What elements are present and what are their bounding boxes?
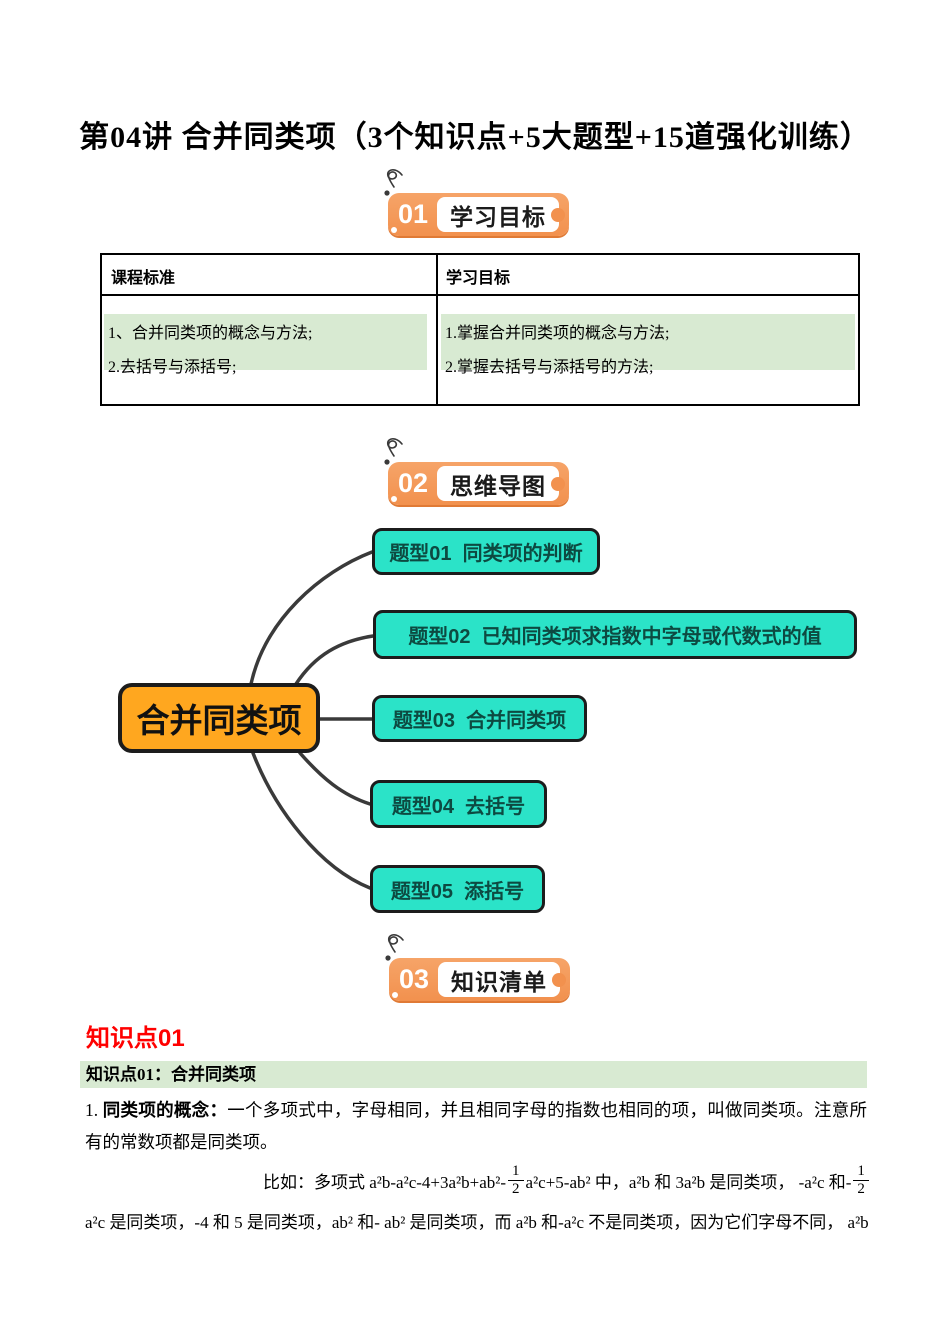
standards-item: 1、合并同类项的概念与方法; [108, 325, 313, 342]
mindmap-branch-04: 题型04 去括号 [370, 780, 547, 828]
fraction-denominator: 2 [512, 1180, 520, 1197]
fraction-one-half: 1 2 [508, 1163, 524, 1197]
mindmap-branch-02: 题型02 已知同类项求指数中字母或代数式的值 [373, 610, 857, 659]
mindmap-center-node: 合并同类项 [118, 683, 320, 753]
goals-cell: 1.掌握合并同类项的概念与方法; 2.掌握去括号与添括号的方法; [441, 314, 855, 376]
badge-number: 02 [397, 468, 429, 498]
goals-item: 2.掌握去括号与添括号的方法; [445, 359, 654, 376]
standards-item: 2.去括号与添括号; [108, 359, 237, 376]
table-header-line [102, 294, 858, 296]
badge-label: 学习目标 [437, 197, 559, 232]
badge-dot [392, 992, 398, 998]
example-part-2: a²c+5-ab² 中，a²b 和 3a²b 是同类项， -a²c 和- [525, 1172, 852, 1192]
example-part-1: 比如：多项式 a²b-a²c-4+3a²b+ab²- [263, 1172, 507, 1192]
section-badge-learning-goals: 01 学习目标 [384, 169, 569, 236]
curl-pin-icon [385, 934, 404, 961]
curl-pin-icon [384, 438, 403, 465]
concept-number: 1. [85, 1100, 103, 1120]
knowledge-point-bar: 知识点01：合并同类项 [80, 1061, 867, 1088]
table-header-standards: 课程标准 [111, 270, 176, 287]
concept-term: 同类项的概念： [102, 1100, 228, 1120]
knowledge-point-heading: 知识点01 [86, 1025, 185, 1052]
badge-number: 01 [397, 199, 429, 229]
example-line-2: a²c 是同类项，-4 和 5 是同类项，ab² 和- ab² 是同类项，而 a… [85, 1213, 869, 1232]
badge-notch [551, 476, 565, 491]
standards-cell: 1、合并同类项的概念与方法; 2.去括号与添括号; [104, 314, 427, 376]
badge-label: 知识清单 [438, 962, 560, 997]
badge-dot [391, 227, 397, 233]
learning-goals-table: 课程标准 学习目标 1、合并同类项的概念与方法; 2.去括号与添括号; 1.掌握… [100, 253, 860, 406]
curl-pin-icon [384, 169, 403, 196]
fraction-numerator: 1 [508, 1163, 524, 1181]
badge-label: 思维导图 [437, 466, 559, 501]
fraction-denominator: 2 [857, 1180, 865, 1197]
section-badge-knowledge-list: 03 知识清单 [385, 934, 570, 1001]
badge-notch [552, 972, 566, 987]
concept-text: 一个多项式中，字母相同，并且相同字母的指数也相同的项，叫做同类项。注意所有的常数… [85, 1100, 867, 1152]
mindmap-branch-03: 题型03 合并同类项 [372, 695, 587, 742]
badge-number: 03 [398, 964, 430, 994]
table-divider [436, 255, 438, 404]
goals-item: 1.掌握合并同类项的概念与方法; [445, 325, 670, 342]
mindmap-branch-01: 题型01 同类项的判断 [372, 528, 600, 575]
fraction-one-half: 1 2 [853, 1163, 869, 1197]
table-header-goals: 学习目标 [446, 270, 511, 287]
concept-paragraph: 1. 同类项的概念：一个多项式中，字母相同，并且相同字母的指数也相同的项，叫做同… [85, 1094, 867, 1158]
section-badge-mind-map: 02 思维导图 [384, 438, 569, 505]
page-title: 第04讲 合并同类项（3个知识点+5大题型+15道强化训练） [79, 121, 871, 154]
example-line-1: 比如：多项式 a²b-a²c-4+3a²b+ab²- 1 2 a²c+5-ab²… [263, 1155, 871, 1205]
mindmap-branch-05: 题型05 添括号 [370, 865, 545, 913]
fraction-numerator: 1 [853, 1163, 869, 1181]
badge-dot [391, 496, 397, 502]
badge-notch [551, 207, 565, 222]
